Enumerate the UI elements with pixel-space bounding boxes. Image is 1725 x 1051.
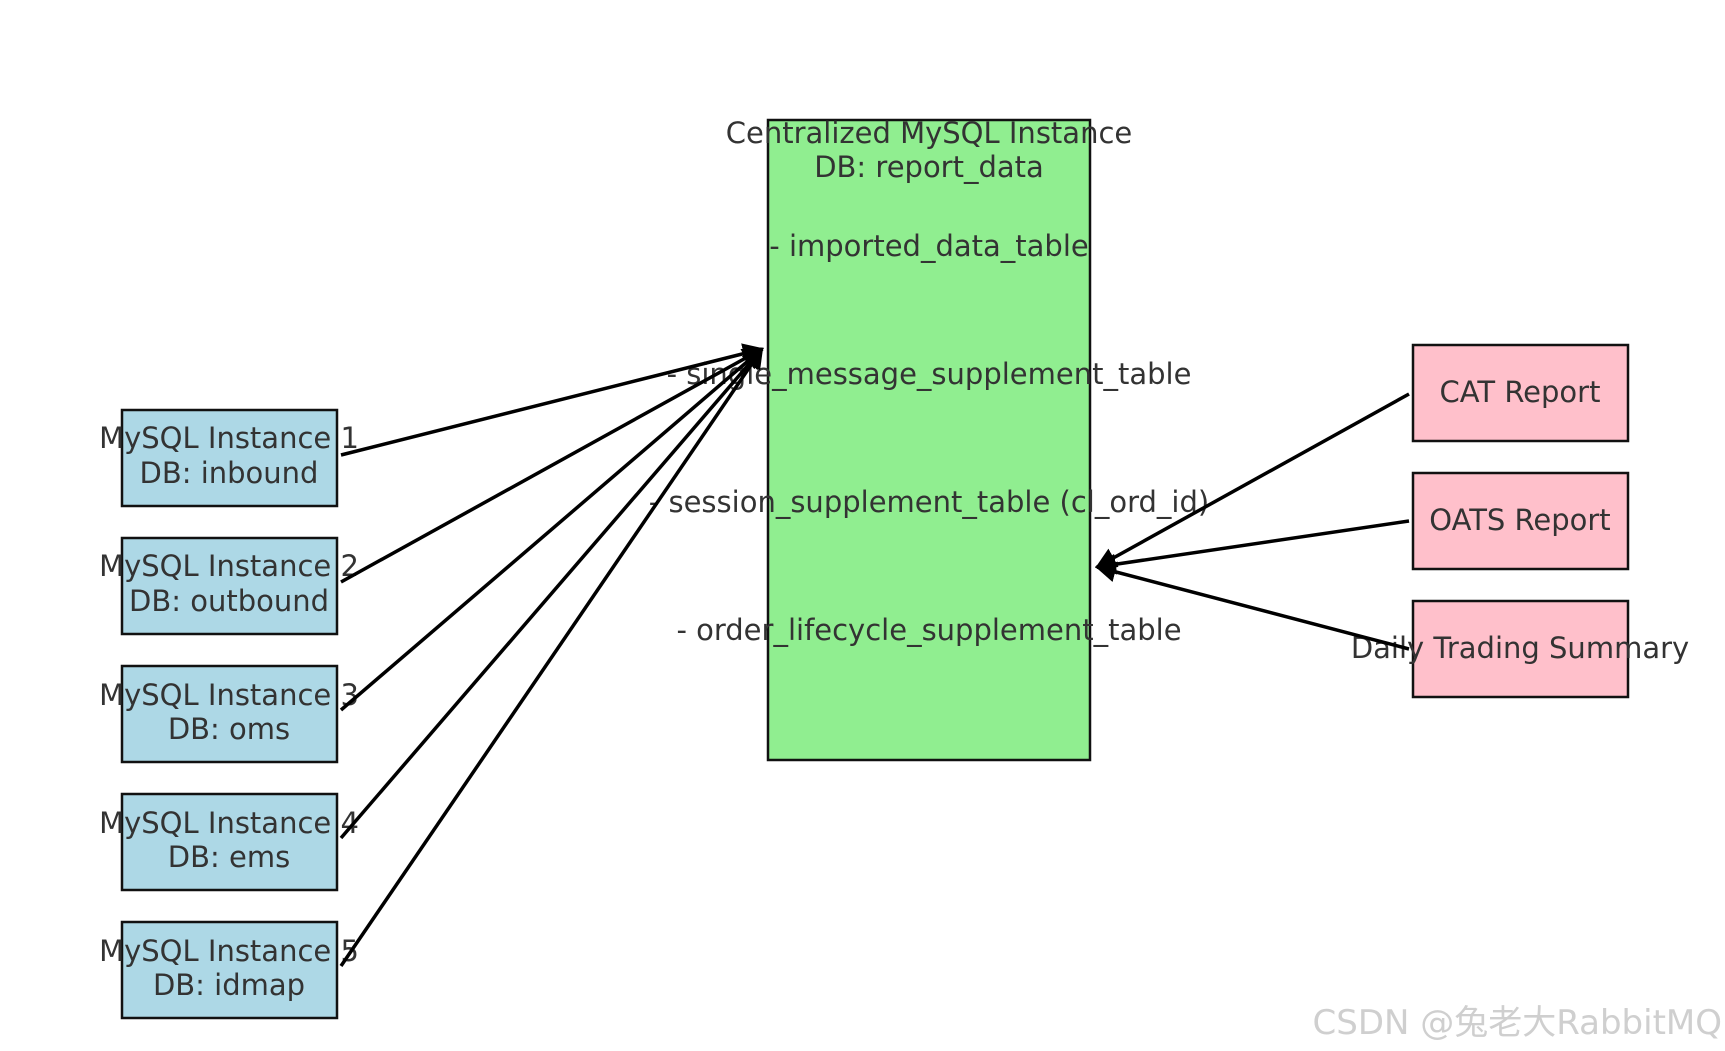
source-instance-box [120, 408, 339, 508]
report-box [1411, 471, 1630, 571]
source-instance-name: MySQL Instance 4 [99, 806, 359, 840]
report-label: CAT Report [1440, 375, 1601, 409]
arrow-daily-summary-to-central [1094, 561, 1410, 651]
source-instance-3: MySQL Instance 3 DB: oms [99, 664, 359, 764]
source-instance-db: DB: outbound [129, 584, 329, 618]
arrow-source-2-to-central [340, 347, 764, 584]
report-oats: OATS Report [1411, 471, 1630, 571]
report-label: OATS Report [1429, 503, 1610, 537]
source-arrows [339, 343, 765, 967]
source-instance-name: MySQL Instance 3 [99, 678, 359, 712]
source-instance-name: MySQL Instance 5 [99, 934, 359, 968]
report-box [1411, 599, 1630, 699]
source-instance-5: MySQL Instance 5 DB: idmap [99, 920, 359, 1020]
source-instance-db: DB: oms [168, 712, 290, 746]
report-box [1411, 343, 1630, 443]
arrow-cat-report-to-central [1095, 392, 1410, 569]
arrow-oats-report-to-central [1094, 519, 1410, 575]
report-cat: CAT Report [1411, 343, 1630, 443]
arrow-source-5-to-central [339, 347, 764, 967]
source-instance-name: MySQL Instance 1 [99, 421, 359, 455]
source-instance-box [120, 664, 339, 764]
source-instance-db: DB: inbound [140, 456, 319, 490]
source-instance-box [120, 792, 339, 892]
source-instance-2: MySQL Instance 2 DB: outbound [99, 536, 359, 636]
table-session-supplement: - session_supplement_table (cl_ord_id) [649, 485, 1209, 519]
report-daily-trading-summary: Daily Trading Summary [1351, 599, 1689, 699]
arrow-source-3-to-central [339, 347, 764, 712]
source-instance-box [120, 920, 339, 1020]
arrow-source-1-to-central [340, 343, 765, 457]
central-instance-box [766, 118, 1092, 762]
central-instance-title: Centralized MySQL Instance [726, 116, 1132, 150]
central-instance-db: DB: report_data [814, 150, 1044, 184]
source-instance-4: MySQL Instance 4 DB: ems [99, 792, 359, 892]
source-instance-db: DB: ems [168, 840, 290, 874]
central-instance: Centralized MySQL Instance DB: report_da… [649, 116, 1209, 762]
source-instance-box [120, 536, 339, 636]
watermark-text: CSDN @兔老大RabbitMQ [1313, 1003, 1723, 1043]
source-instance-db: DB: idmap [153, 968, 305, 1002]
source-instance-name: MySQL Instance 2 [99, 549, 359, 583]
table-imported-data: - imported_data_table [769, 229, 1088, 263]
arrow-source-4-to-central [339, 347, 764, 840]
source-instance-1: MySQL Instance 1 DB: inbound [99, 408, 359, 508]
table-order-lifecycle-supplement: - order_lifecycle_supplement_table [676, 613, 1181, 647]
report-arrows [1094, 392, 1410, 651]
